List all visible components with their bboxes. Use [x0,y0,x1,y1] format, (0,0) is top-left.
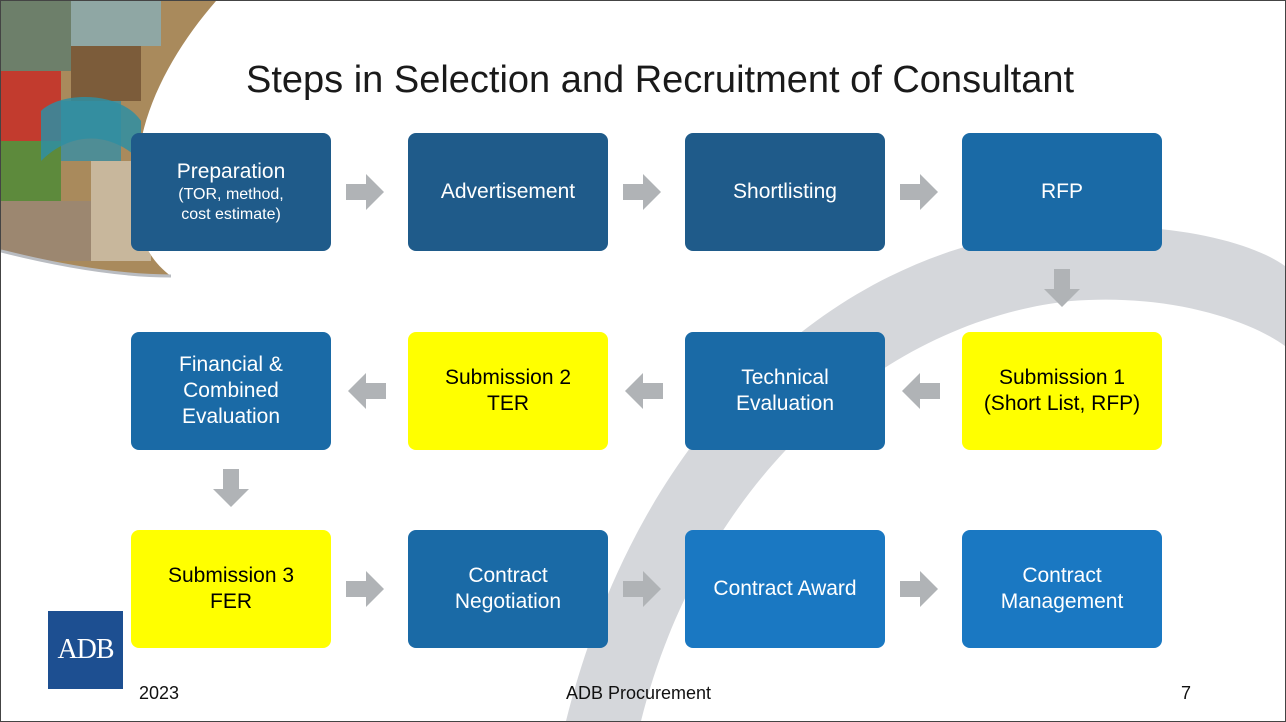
footer-title: ADB Procurement [566,683,712,703]
arrow-right-icon [900,571,938,607]
step-label: Submission 2 [444,366,572,389]
step-label: Submission 1 [998,366,1126,389]
step-submission-3: Submission 3 FER [131,530,331,648]
arrow-right-icon [346,571,384,607]
step-financial-evaluation: Financial & Combined Evaluation [131,332,331,450]
step-label: Preparation [176,160,286,183]
step-label: Negotiation [454,590,562,613]
arrow-right-icon [623,174,661,210]
arrow-left-icon [902,373,940,409]
step-contract-award: Contract Award [685,530,885,648]
step-label: Financial & [179,353,283,376]
step-label: FER [210,590,252,613]
step-label: Management [1000,590,1124,613]
step-label: Contract Award [713,577,857,600]
photo-collage [1,1,216,276]
step-preparation: Preparation (TOR, method, cost estimate) [131,133,331,251]
footer-year: 2023 [139,683,180,703]
step-label: RFP [1041,180,1083,203]
background-arc [566,226,1285,721]
step-label: TER [487,392,529,415]
step-submission-1: Submission 1 (Short List, RFP) [962,332,1162,450]
arrow-down-icon [1044,269,1080,307]
footer-page-number: 7 [1181,683,1192,703]
step-label: Advertisement [440,180,576,203]
step-label: Evaluation [735,392,835,415]
step-submission-2: Submission 2 TER [408,332,608,450]
step-label: Shortlisting [733,180,837,203]
arrow-down-icon [213,469,249,507]
step-contract-management: Contract Management [962,530,1162,648]
slide-title: Steps in Selection and Recruitment of Co… [246,59,1075,101]
step-label: (Short List, RFP) [983,392,1141,415]
arrow-right-icon [900,174,938,210]
arrow-right-icon [623,571,661,607]
step-contract-negotiation: Contract Negotiation [408,530,608,648]
step-label: Technical [741,366,829,389]
arrow-right-icon [346,174,384,210]
step-label: Submission 3 [167,564,295,587]
step-advertisement: Advertisement [408,133,608,251]
step-label: Combined [183,379,279,402]
arrow-left-icon [348,373,386,409]
step-rfp: RFP [962,133,1162,251]
step-label: Contract [468,564,548,587]
adb-logo: ADB [48,611,123,689]
arrow-left-icon [625,373,663,409]
step-sublabel: (TOR, method, [178,186,284,203]
step-label: Contract [1022,564,1102,587]
step-label: Evaluation [181,405,281,428]
step-shortlisting: Shortlisting [685,133,885,251]
step-technical-evaluation: Technical Evaluation [685,332,885,450]
step-sublabel: cost estimate) [181,206,281,223]
